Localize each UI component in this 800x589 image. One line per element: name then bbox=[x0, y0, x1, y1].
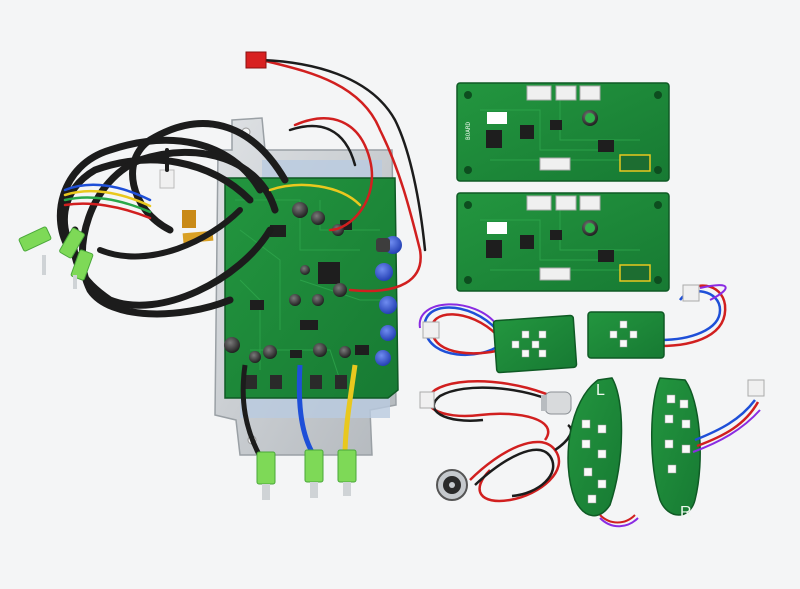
phase-wire-yellow bbox=[342, 364, 358, 456]
footpad-led-board-right: R bbox=[651, 377, 765, 521]
power-button-body bbox=[544, 391, 572, 415]
footpad-label-r: R bbox=[680, 504, 692, 521]
svg-text:BOARD: BOARD bbox=[465, 122, 472, 140]
gyro-board-bottom bbox=[456, 192, 670, 292]
spade-connector-blue bbox=[304, 449, 324, 498]
footpad-label-l: L bbox=[596, 382, 605, 399]
led-board-right-assembly bbox=[587, 284, 727, 359]
spade-connector-black bbox=[256, 451, 276, 500]
charge-port-harness bbox=[436, 423, 573, 503]
power-button-harness bbox=[419, 380, 572, 441]
phase-wire-blue bbox=[296, 364, 315, 454]
led-board-left-assembly bbox=[418, 303, 578, 374]
spade-connector-yellow bbox=[337, 449, 357, 496]
left-spade-connectors bbox=[18, 226, 94, 289]
gyro-board-top: BOARD bbox=[456, 82, 670, 182]
phase-wire-black bbox=[240, 364, 265, 462]
cable-bundle bbox=[56, 58, 427, 318]
power-connector-red bbox=[245, 51, 267, 69]
footpad-led-board-left: L bbox=[567, 377, 639, 528]
main-pcb bbox=[224, 177, 399, 399]
